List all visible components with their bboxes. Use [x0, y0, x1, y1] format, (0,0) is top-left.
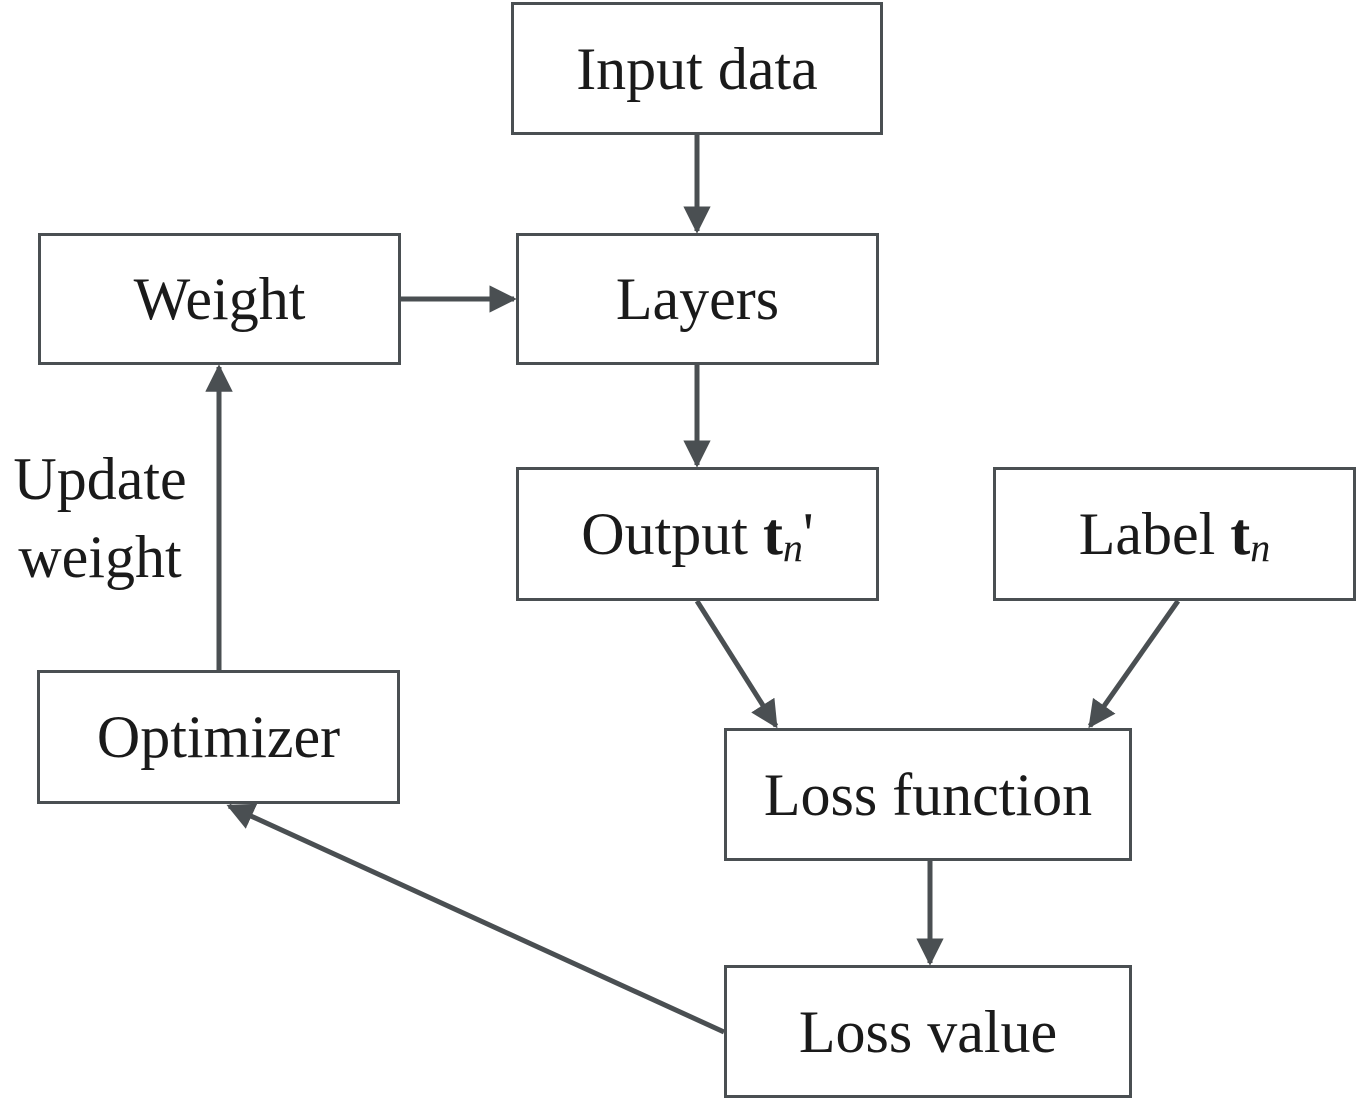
arrow-lossval-to-optimizer — [226, 803, 726, 1035]
output-subscript: n — [782, 525, 803, 570]
loss-function-box: Loss function — [724, 728, 1132, 861]
update-weight-label: Update weight — [0, 440, 200, 596]
loss-value-label: Loss value — [798, 998, 1058, 1065]
label-symbol: t — [1230, 501, 1251, 567]
output-label: Output — [581, 501, 748, 567]
input-data-label: Input data — [576, 35, 818, 102]
loss-value-box: Loss value — [724, 965, 1132, 1098]
update-weight-line-1: Update — [13, 446, 187, 512]
arrow-label-to-lossfn — [1087, 599, 1181, 729]
label-label: Label — [1078, 501, 1216, 567]
update-weight-line-2: weight — [18, 524, 182, 590]
layers-label: Layers — [615, 266, 780, 332]
optimizer-box: Optimizer — [37, 670, 400, 804]
optimizer-label: Optimizer — [96, 704, 341, 770]
layers-box: Layers — [516, 233, 879, 365]
weight-box: Weight — [38, 233, 401, 365]
weight-label: Weight — [133, 266, 306, 332]
arrow-output-to-lossfn — [694, 599, 779, 729]
label-subscript: n — [1250, 525, 1271, 570]
loss-function-label: Loss function — [763, 761, 1093, 828]
output-prime: ' — [802, 501, 814, 567]
input-data-box: Input data — [511, 2, 883, 135]
output-symbol: t — [762, 501, 783, 567]
